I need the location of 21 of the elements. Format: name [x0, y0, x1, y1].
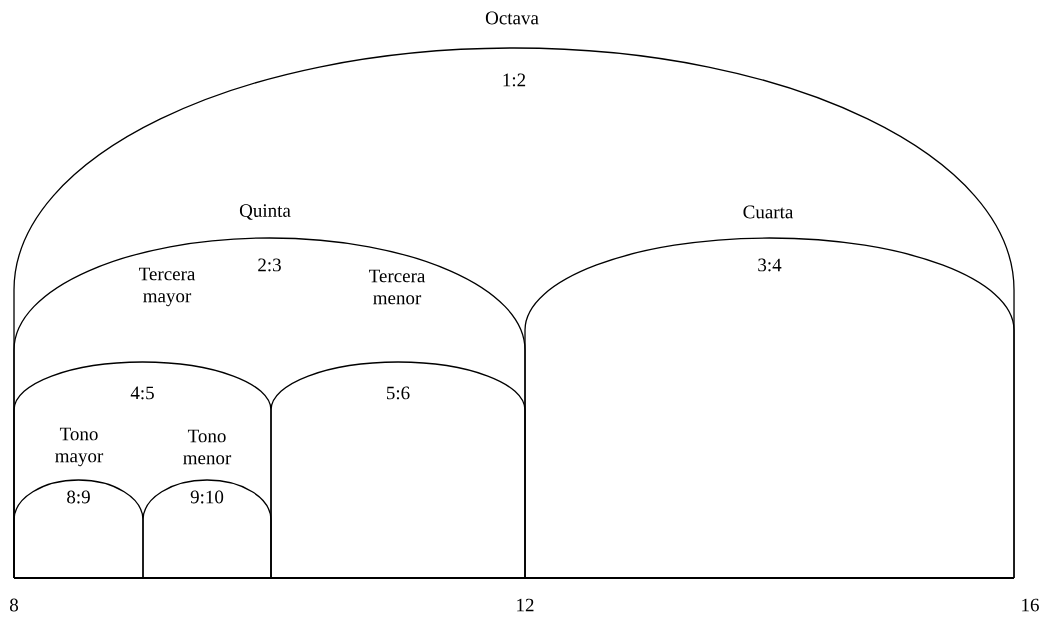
- ratio-label: 4:5: [130, 386, 154, 400]
- ratio-label: 9:10: [190, 490, 224, 504]
- axis-number: 16: [1022, 598, 1039, 612]
- arch-title: Octava: [485, 11, 539, 25]
- arch: [13, 479, 144, 579]
- axis-number: 8: [9, 598, 18, 612]
- arch-title: Tercera menor: [369, 269, 426, 305]
- ratio-label: 8:9: [67, 490, 90, 504]
- arch: [524, 237, 1015, 579]
- axis-number: 12: [517, 598, 534, 612]
- ratio-label: 5:6: [386, 386, 410, 400]
- ratio-label: 2:3: [258, 258, 281, 272]
- ratio-label: 3:4: [758, 258, 782, 272]
- arch-title: Tono mayor: [55, 427, 104, 467]
- arch: [270, 361, 526, 579]
- arch-title: Cuarta: [743, 205, 794, 219]
- ratio-label: 1:2: [503, 73, 526, 87]
- arch: [142, 479, 272, 579]
- arch-title: Tercera mayor: [139, 267, 196, 307]
- arch-title: Tono menor: [183, 429, 232, 465]
- arch-title: Quinta: [239, 204, 291, 220]
